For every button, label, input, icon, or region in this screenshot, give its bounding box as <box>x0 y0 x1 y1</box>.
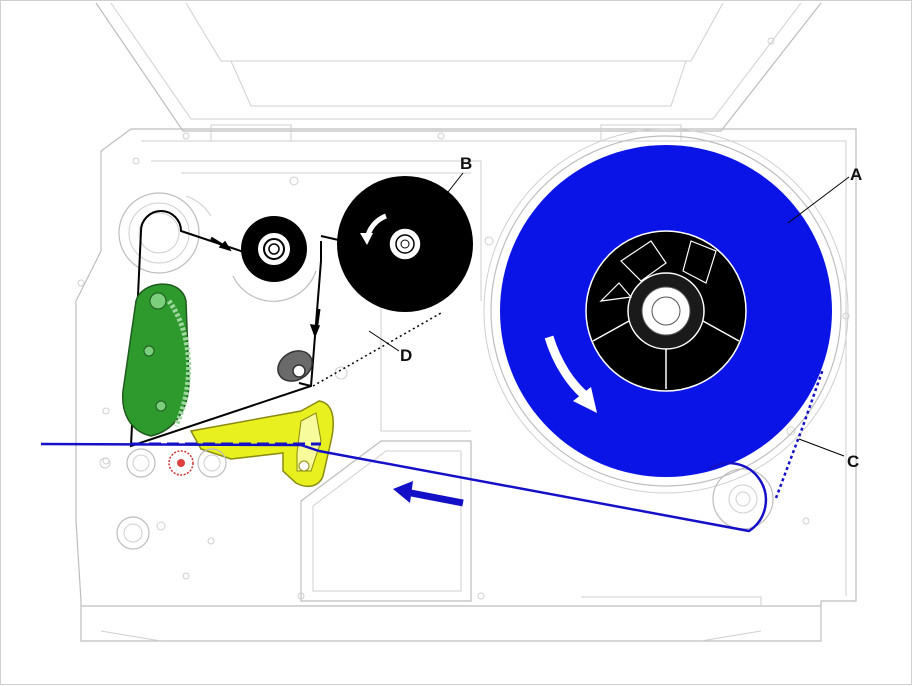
print-rollers <box>99 448 227 550</box>
label-a: A <box>850 165 862 184</box>
ribbon-guide-arm <box>121 283 192 437</box>
ribbon-supply-roll <box>337 176 473 312</box>
callouts: A B C D <box>368 154 862 471</box>
ribbon-unwind-dotted-line <box>312 312 442 387</box>
printer-cover <box>95 2 822 132</box>
printer-housing <box>75 37 857 642</box>
ribbon-deflection-roller <box>277 350 348 382</box>
ribbon-rewind-roller <box>118 192 212 274</box>
feed-direction-arrow-icon <box>410 489 464 507</box>
label-roll-holder <box>483 128 849 494</box>
label-roll <box>500 145 832 477</box>
label-d: D <box>400 346 412 365</box>
label-b: B <box>460 154 472 173</box>
label-c: C <box>847 452 859 471</box>
label-guide-roller <box>712 468 774 530</box>
ribbon-take-up-spool <box>232 216 317 302</box>
label-path <box>40 368 825 533</box>
ribbon-direction-arrow <box>210 236 321 339</box>
